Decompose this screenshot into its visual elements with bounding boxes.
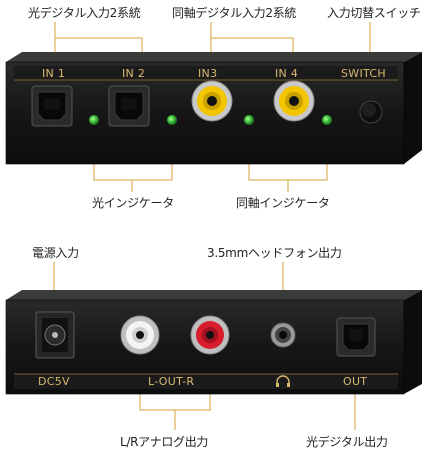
optical-port-in1 xyxy=(31,85,73,127)
switch-button xyxy=(359,100,383,124)
led-in2 xyxy=(167,115,177,125)
callout-optical-indicator: 光インジケータ xyxy=(92,196,174,210)
dc-power-jack xyxy=(35,311,75,359)
rca-right-red xyxy=(190,315,230,355)
panel-label-in1: IN 1 xyxy=(42,67,66,80)
panel-label-lr: L-OUT-R xyxy=(148,375,195,388)
callout-switch: 入力切替スイッチ xyxy=(327,6,421,20)
callout-analog-out: L/Rアナログ出力 xyxy=(120,435,209,449)
rca-left-white xyxy=(120,315,160,355)
panel-label-in3: IN3 xyxy=(198,67,218,80)
back-device xyxy=(5,290,422,395)
coaxial-port-in4 xyxy=(273,80,315,122)
callout-optical-in: 光デジタル入力2系統 xyxy=(28,6,141,20)
headphone-icon xyxy=(276,375,290,387)
led-in3 xyxy=(244,115,254,125)
callout-optical-out: 光デジタル出力 xyxy=(306,435,388,449)
callout-coaxial-in: 同軸デジタル入力2系統 xyxy=(172,6,297,20)
optical-port-in2 xyxy=(108,85,150,127)
panel-label-in4: IN 4 xyxy=(275,67,299,80)
panel-label-out: OUT xyxy=(343,375,368,388)
coaxial-port-in3 xyxy=(191,80,233,122)
optical-port-out xyxy=(336,317,376,357)
callout-headphone: 3.5mmヘッドフォン出力 xyxy=(207,246,342,260)
front-device xyxy=(5,52,422,165)
callout-power: 電源入力 xyxy=(32,246,79,260)
panel-label-switch: SWITCH xyxy=(341,67,386,80)
callout-coaxial-indicator: 同軸インジケータ xyxy=(236,196,330,210)
headphone-jack xyxy=(270,322,296,348)
led-in4 xyxy=(322,115,332,125)
led-in1 xyxy=(89,115,99,125)
panel-label-in2: IN 2 xyxy=(122,67,146,80)
panel-label-dc: DC5V xyxy=(38,375,70,388)
